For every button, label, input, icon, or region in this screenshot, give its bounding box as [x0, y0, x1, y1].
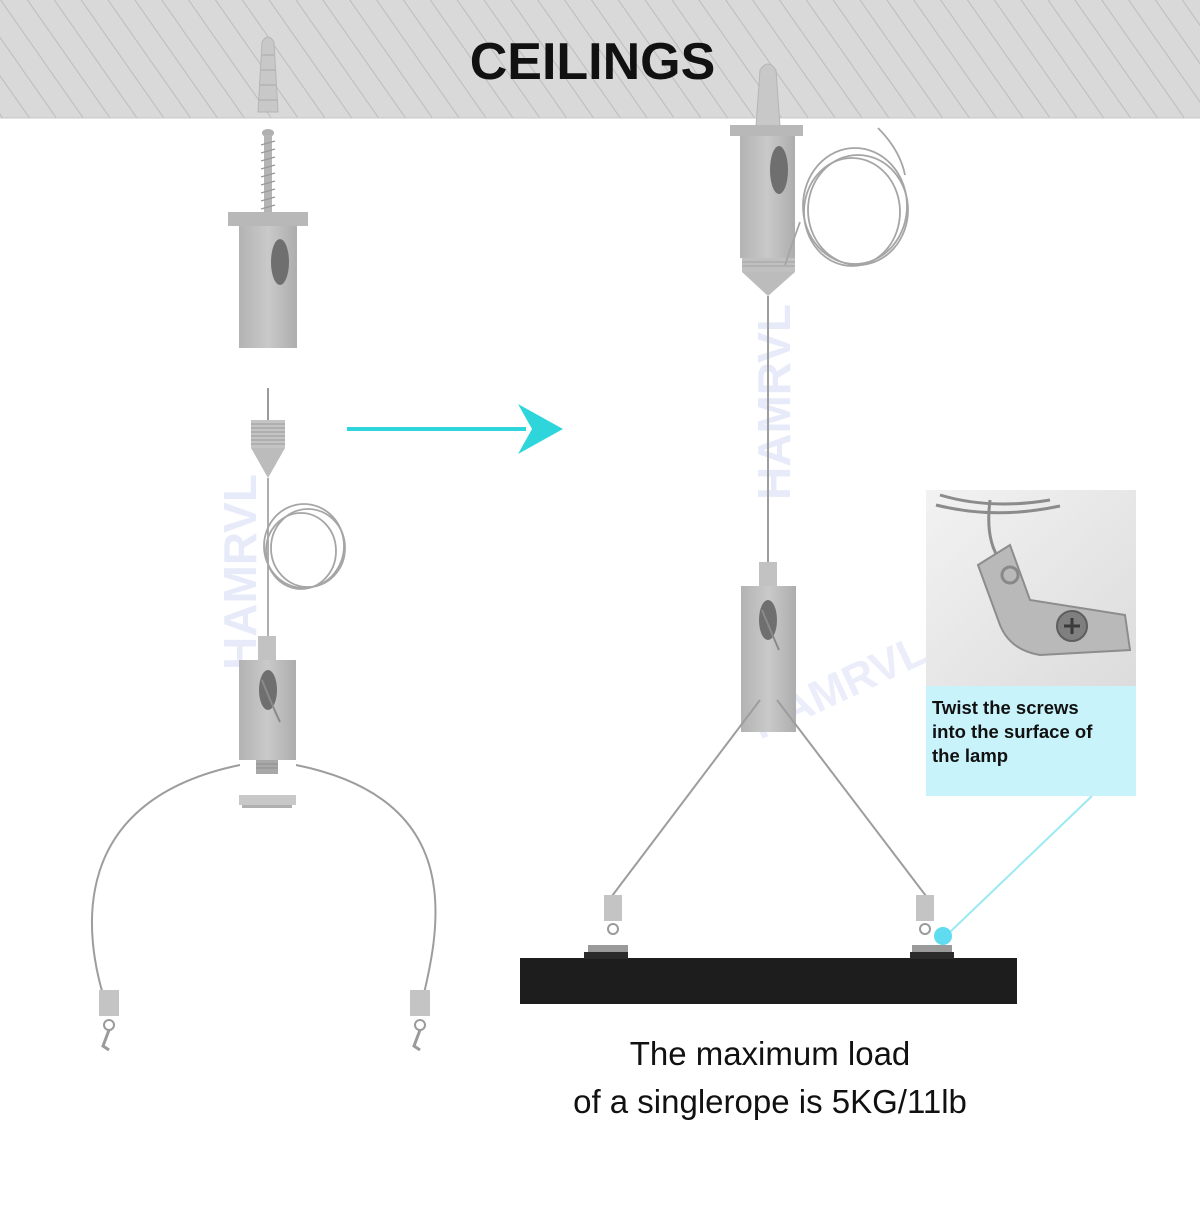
page-title: CEILINGS: [469, 33, 716, 91]
coiled-wire-icon: [263, 478, 346, 640]
assembled-kit: [520, 63, 1017, 1004]
lamp-body: [520, 958, 1017, 1004]
max-load-note: The maximum load of a singlerope is 5KG/…: [520, 1030, 1020, 1126]
screw-instruction-callout: Twist the screws into the surface of the…: [926, 686, 1136, 796]
wall-plug-icon: [257, 36, 279, 113]
lamp-hook-left-icon: [588, 895, 628, 953]
ceiling-mount-sleeve-icon: [228, 212, 308, 348]
max-load-line-1: The maximum load: [629, 1035, 911, 1072]
max-load-line-2: of a singlerope is 5KG/11lb: [573, 1083, 967, 1120]
bracket-screw-photo: [926, 490, 1136, 686]
wire-gripper-assembled-icon: [741, 562, 796, 732]
end-hook-right-icon: [410, 990, 430, 1052]
wire-gripper-icon: [239, 636, 296, 808]
callout-line-1: Twist the screws: [932, 697, 1079, 718]
watermark-right: HAMRVL: [748, 304, 800, 500]
callout-pointer-dot: [934, 927, 952, 945]
callout-leader-line: [949, 795, 1093, 933]
callout-line-3: the lamp: [932, 745, 1009, 766]
callout-line-2: into the surface of: [932, 721, 1093, 742]
ceiling-mount-assembled-icon: [730, 125, 803, 296]
assembly-arrow-icon: [347, 404, 563, 454]
watermark-left: HAMRVL: [214, 474, 266, 670]
threaded-cone-icon: [251, 388, 285, 478]
lamp-hook-right-icon: [912, 895, 952, 953]
end-hook-left-icon: [99, 990, 119, 1052]
ceiling-band: [0, 0, 1200, 118]
screw-icon: [260, 129, 276, 215]
exploded-kit: [91, 36, 437, 1052]
suspension-wire-loop: [91, 764, 437, 1011]
coiled-wire-assembled-icon: [784, 127, 909, 267]
